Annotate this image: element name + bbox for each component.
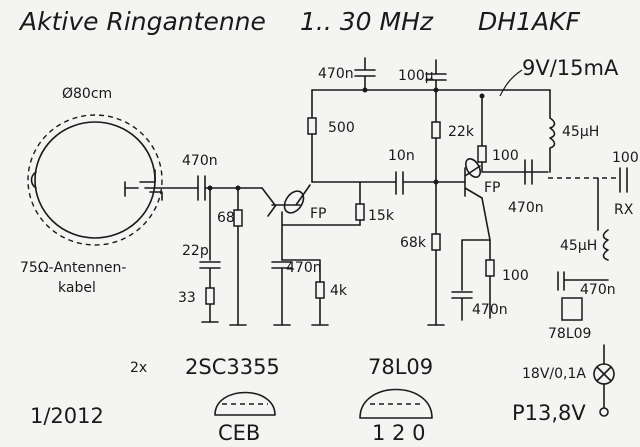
cable-label-1: 75Ω-Antennen- — [20, 260, 126, 276]
supply-pointer — [499, 69, 523, 97]
cap-top-1-label: 470n — [318, 66, 354, 82]
transistor-pins: CEB — [218, 421, 260, 445]
cap-rx-label: 100n — [612, 150, 640, 166]
supply-label: 9V/15mA — [522, 56, 619, 80]
resistor-33 — [205, 287, 215, 305]
resistor-68k-label: 68k — [400, 235, 427, 251]
wire-collector — [481, 95, 549, 173]
inductor-bottom-label: 45µH — [560, 238, 597, 254]
regulator-type: 78L09 — [368, 355, 433, 379]
cap-10n — [359, 171, 466, 195]
regulator-pins: 1 2 0 — [372, 421, 425, 445]
inductor-top-label: 45µH — [562, 124, 599, 140]
frequency-range: 1.. 30 MHz — [300, 7, 434, 36]
transistor-type: 2SC3355 — [185, 355, 280, 379]
cap-bottom-label: 470n — [580, 282, 616, 298]
regulator-78l09 — [561, 297, 583, 321]
ferrite-bead-1 — [283, 190, 305, 214]
resistor-500-label: 500 — [328, 120, 355, 136]
resistor-15k — [355, 203, 365, 221]
regulator-package — [359, 388, 433, 419]
wire-22p-33 — [199, 187, 221, 323]
cap-emitter-label: 470n — [286, 260, 322, 276]
loop-feed — [124, 169, 163, 201]
inductor-bottom — [602, 229, 609, 261]
fp-label-1: FP — [310, 206, 327, 222]
cap-input — [197, 175, 206, 201]
loop-diameter: Ø80cm — [62, 86, 112, 102]
resistor-100-collector-label: 100 — [492, 148, 519, 164]
resistor-68-label: 68 — [217, 210, 235, 226]
resistor-22k-label: 22k — [448, 124, 475, 140]
resistor-100-emitter-label: 100 — [502, 268, 529, 284]
ferrite-bead-2 — [464, 158, 482, 178]
cap-top-2-label: 100µ — [398, 68, 434, 84]
wire-base1 — [261, 187, 276, 206]
lamp-cross — [596, 366, 612, 382]
loop-shield — [27, 114, 163, 246]
cap-22p-label: 22p — [182, 243, 209, 259]
cap-top-2 — [425, 59, 447, 91]
resistor-68k — [431, 233, 441, 251]
resistor-100-emitter — [485, 259, 495, 277]
resistor-100-collector — [477, 145, 487, 163]
cap-emitter2-label: 470n — [472, 302, 508, 318]
resistor-4k — [315, 281, 325, 299]
cap-bottom — [557, 271, 609, 291]
cap-output-label: 470n — [508, 200, 544, 216]
date: 1/2012 — [30, 404, 104, 428]
cap-10n-label: 10n — [388, 148, 415, 164]
rx-label: RX — [614, 202, 634, 218]
wire-emitter2 — [481, 197, 491, 319]
cap-emitter — [271, 261, 293, 326]
cap-emitter2 — [451, 239, 491, 321]
inductor-top — [549, 89, 556, 173]
resistor-22k — [431, 121, 441, 139]
cap-rx — [619, 167, 628, 193]
fp-label-2: FP — [484, 180, 501, 196]
cap-output — [524, 159, 533, 185]
cable-label-2: kabel — [58, 280, 96, 296]
power-label: P13,8V — [512, 401, 586, 425]
regulator-label: 78L09 — [548, 326, 591, 342]
callsign: DH1AKF — [478, 7, 580, 36]
wire-emitter1 — [281, 211, 361, 261]
transistor-package — [214, 391, 276, 416]
resistor-68 — [233, 209, 243, 227]
cap-top-1 — [354, 57, 376, 91]
wire-r4k — [281, 259, 321, 326]
cap-input-label: 470n — [182, 153, 218, 169]
loop-gap — [30, 171, 37, 189]
resistor-4k-label: 4k — [330, 283, 348, 299]
transistor-2 — [464, 165, 483, 199]
resistor-33-label: 33 — [178, 290, 196, 306]
junction — [433, 179, 439, 185]
loop-antenna — [34, 121, 156, 239]
resistor-15k-label: 15k — [368, 208, 395, 224]
lamp-label: 18V/0,1A — [522, 366, 586, 382]
title: Aktive Ringantenne — [18, 7, 266, 36]
resistor-500 — [307, 117, 317, 135]
transistor-count: 2x — [130, 360, 147, 376]
power-terminal — [599, 407, 609, 417]
